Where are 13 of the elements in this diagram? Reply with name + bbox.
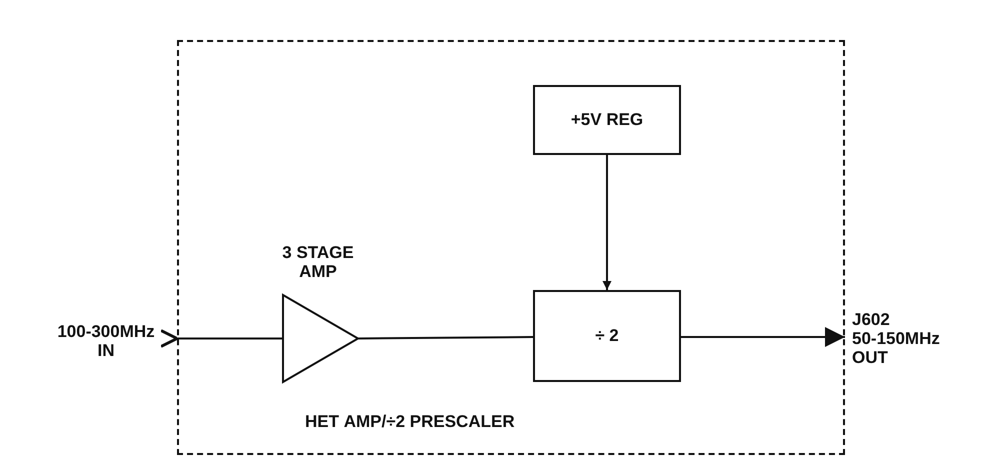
block-label: J602 50-150MHz OUT — [852, 310, 941, 367]
block-label: ÷ 2 — [594, 326, 620, 345]
block-label: 100-300MHz IN — [56, 322, 156, 360]
block-box — [533, 85, 681, 155]
arrow — [602, 155, 612, 290]
dashed-enclosure — [177, 40, 845, 455]
block-box — [533, 290, 681, 382]
block-label: HET AMP/÷2 PRESCALER — [305, 412, 516, 431]
block-label: +5V REG — [570, 110, 644, 129]
block-label: 3 STAGE AMP — [281, 243, 355, 281]
signal-line — [358, 336, 533, 340]
arrow — [160, 329, 283, 348]
arrow — [681, 327, 845, 347]
